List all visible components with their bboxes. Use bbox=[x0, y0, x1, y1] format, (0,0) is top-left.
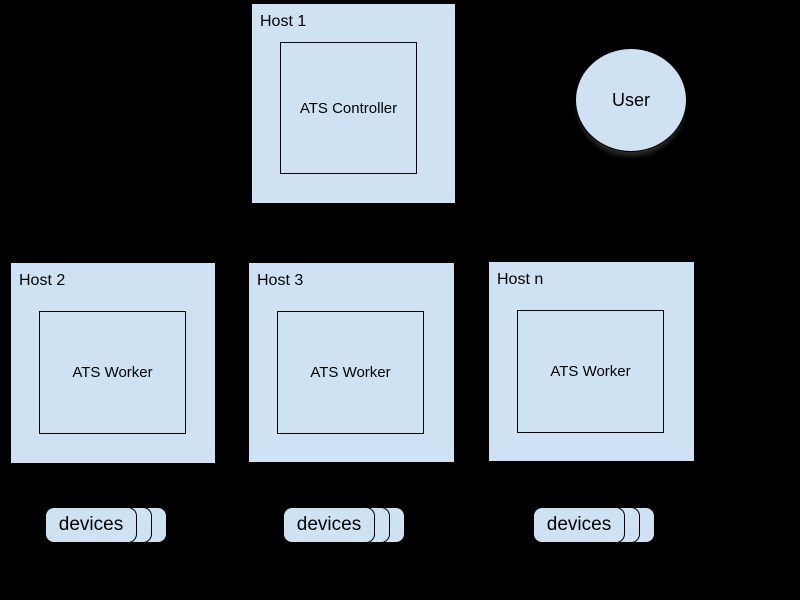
node-host-n: Host n ATS Worker bbox=[488, 261, 695, 462]
host-3-label: Host 3 bbox=[257, 272, 304, 289]
ats-controller-label: ATS Controller bbox=[299, 99, 398, 117]
node-host-2: Host 2 ATS Worker bbox=[10, 262, 216, 464]
host-2-label: Host 2 bbox=[19, 272, 66, 289]
node-host-3: Host 3 ATS Worker bbox=[248, 262, 455, 463]
ats-worker-n-label: ATS Worker bbox=[550, 363, 631, 380]
node-devices-stack-3: devices bbox=[533, 507, 657, 544]
host-1-label: Host 1 bbox=[260, 13, 307, 30]
node-host-1: Host 1 ATS Controller bbox=[251, 3, 456, 204]
ats-worker-2-label: ATS Worker bbox=[310, 364, 391, 381]
devices-2-label: devices bbox=[296, 514, 362, 535]
node-ats-worker-2: ATS Worker bbox=[277, 311, 424, 434]
devices-3-label: devices bbox=[546, 514, 612, 535]
node-ats-worker-1: ATS Worker bbox=[39, 311, 186, 434]
node-ats-worker-n: ATS Worker bbox=[517, 310, 664, 433]
host-n-label: Host n bbox=[497, 271, 544, 288]
devices-card-front: devices bbox=[45, 507, 137, 543]
node-devices-stack-2: devices bbox=[283, 507, 407, 544]
node-ats-controller: ATS Controller bbox=[280, 42, 417, 174]
devices-1-label: devices bbox=[58, 514, 124, 535]
ats-worker-1-label: ATS Worker bbox=[72, 364, 153, 381]
user-label: User bbox=[611, 89, 650, 110]
node-devices-stack-1: devices bbox=[45, 507, 169, 544]
devices-card-front: devices bbox=[533, 507, 625, 543]
node-user: User bbox=[575, 48, 687, 152]
devices-card-front: devices bbox=[283, 507, 375, 543]
